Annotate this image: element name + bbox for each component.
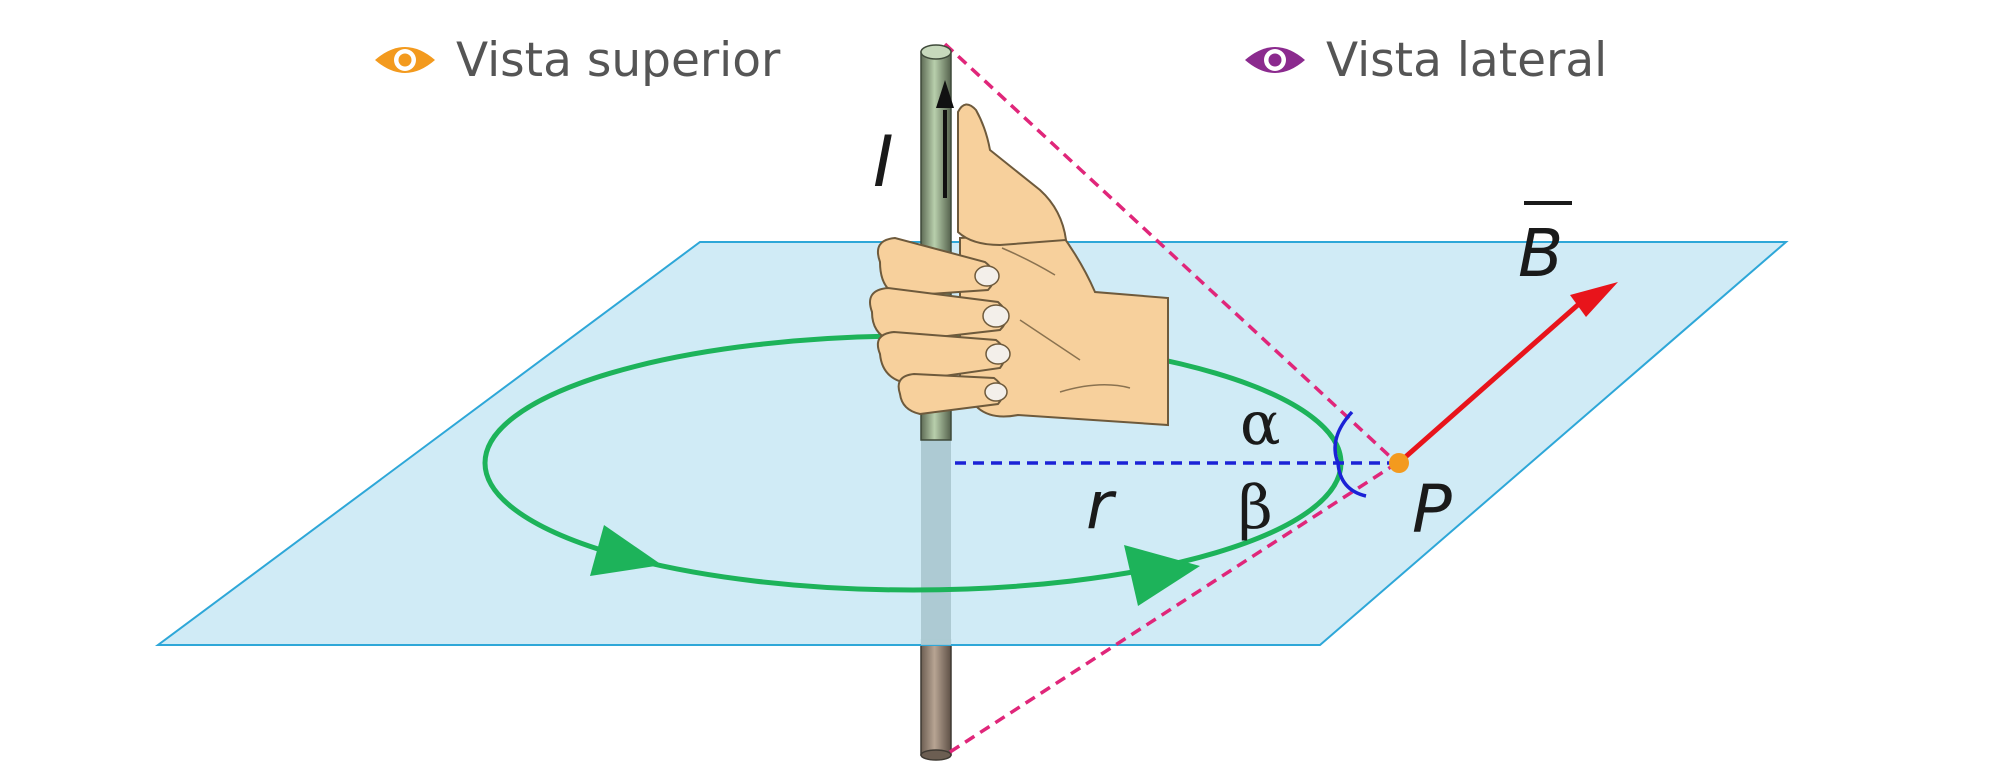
alpha-arc: [1333, 410, 1354, 464]
view-label-side-text: Vista lateral: [1326, 32, 1608, 88]
wire-top-end: [920, 44, 952, 60]
right-hand-illustration: [869, 103, 1169, 427]
field-label: B: [1518, 215, 1563, 292]
view-label-side: Vista lateral: [1242, 28, 1607, 92]
alpha-label: α: [1240, 389, 1281, 459]
hand-fingers: [869, 236, 1011, 416]
wire-bottom-segment: [920, 639, 952, 756]
eye-icon: [1245, 47, 1305, 73]
field-direction-arrow-right: [1124, 545, 1200, 606]
field-vector-shaft: [1400, 301, 1582, 462]
hand-palm: [959, 230, 1169, 427]
fingernail: [974, 265, 1000, 287]
point-p-marker: [1389, 453, 1409, 473]
field-direction-arrow-left: [590, 525, 662, 576]
field-vector-head: [1570, 282, 1618, 317]
view-label-top: Vista superior: [372, 28, 780, 92]
point-label: P: [1412, 471, 1452, 548]
wire-under-plane: [921, 440, 951, 645]
wire-bottom-end: [920, 749, 952, 761]
hand-thumb: [957, 103, 1068, 247]
view-label-top-text: Vista superior: [456, 32, 781, 88]
radius-label: r: [1086, 467, 1117, 544]
current-label: I: [873, 121, 894, 203]
projection-line-top: [943, 42, 1399, 465]
beta-label: β: [1238, 473, 1273, 543]
fingernail: [982, 304, 1010, 328]
eye-icon: [375, 47, 435, 73]
fingernail: [985, 343, 1011, 365]
fingernail: [984, 382, 1008, 402]
beta-arc: [1336, 462, 1367, 498]
current-arrow-head: [936, 80, 954, 108]
plane: [154, 241, 1789, 646]
